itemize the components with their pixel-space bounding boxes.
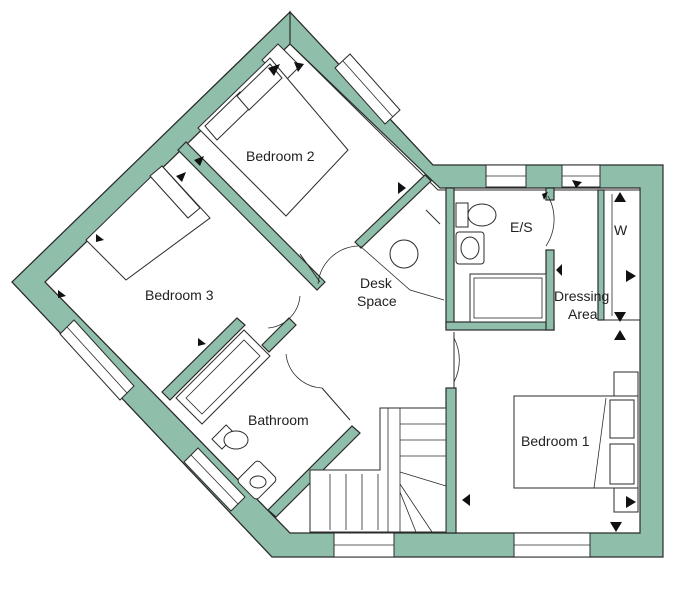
arrow-marker	[176, 172, 186, 182]
label-desk: Desk	[360, 275, 393, 291]
room-labels: Bedroom 2 Bedroom 3 Bathroom Bedroom 1 E…	[145, 148, 628, 449]
doors	[267, 195, 555, 421]
door-bed3	[267, 295, 301, 329]
wall-bed3-bath	[161, 317, 246, 401]
arrow-marker	[198, 338, 206, 346]
staircase	[309, 407, 447, 533]
wardrobe	[603, 189, 641, 321]
fixtures	[85, 57, 641, 513]
wall-bed1-left	[445, 387, 457, 534]
door-es	[545, 195, 555, 247]
label-ensuite: E/S	[510, 219, 533, 235]
door-bath	[285, 353, 323, 389]
label-space: Space	[357, 293, 397, 309]
shower-ensuite	[469, 273, 547, 323]
desk-chair	[389, 239, 419, 269]
arrow-marker	[294, 62, 304, 72]
bathtub	[175, 329, 271, 425]
arrow-marker	[626, 496, 636, 508]
label-bedroom1: Bedroom 1	[521, 433, 590, 449]
arrow-marker	[542, 192, 548, 200]
wall-ensuite-right-lower	[545, 249, 555, 331]
wall-bath-stub	[261, 317, 297, 353]
wall-bed2-bed3	[177, 141, 326, 291]
wall-bed2-desk	[354, 174, 432, 249]
label-bedroom2: Bedroom 2	[246, 148, 315, 164]
external-walls	[11, 10, 664, 558]
label-area: Area	[568, 306, 598, 322]
arrow-marker	[614, 330, 626, 340]
door-desk	[359, 245, 445, 301]
arrow-marker	[614, 312, 626, 322]
label-dressing: Dressing	[554, 288, 609, 304]
bedside-table-1	[613, 371, 639, 397]
wc-ensuite	[455, 202, 469, 228]
arrow-marker	[572, 180, 582, 188]
arrow-marker	[58, 290, 66, 298]
arrow-marker	[556, 264, 562, 276]
wall-ensuite-bottom	[445, 321, 555, 331]
arrows	[58, 62, 636, 532]
wall-ensuite-right	[545, 187, 555, 201]
arrow-marker	[268, 64, 280, 76]
bed-bedroom3	[85, 165, 211, 281]
arrow-marker	[626, 270, 636, 282]
arrow-marker	[610, 522, 622, 532]
arrow-marker	[614, 192, 626, 202]
windows	[59, 43, 601, 558]
stairs-outline	[309, 407, 447, 533]
label-bedroom3: Bedroom 3	[145, 287, 214, 303]
label-wardrobe: W	[614, 222, 628, 238]
arrow-marker	[96, 234, 104, 242]
label-bathroom: Bathroom	[248, 412, 309, 428]
arrow-marker	[194, 156, 204, 166]
door-landing	[453, 337, 460, 383]
arrow-marker	[462, 494, 470, 506]
wall-ensuite-left	[445, 187, 455, 329]
door-bed2	[317, 245, 359, 285]
arrow-marker	[398, 182, 406, 194]
